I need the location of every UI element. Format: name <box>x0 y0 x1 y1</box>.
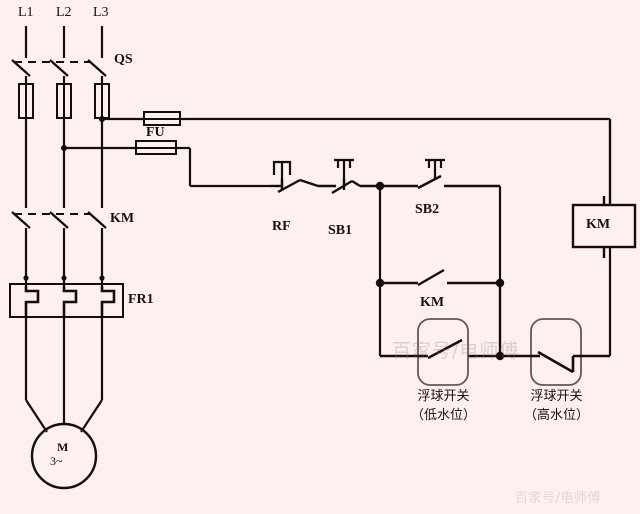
control-lower-feed <box>176 146 270 188</box>
sb2-no-contact <box>380 174 500 190</box>
main-fuse-inner-strips <box>25 84 103 118</box>
km-main-label: KM <box>110 211 135 226</box>
float-high-nc-contact <box>530 350 610 374</box>
control-tap-wires <box>64 117 144 150</box>
rf-nc-contact <box>270 178 319 194</box>
control-upper-rail <box>180 117 612 205</box>
qs-label: QS <box>114 52 133 67</box>
float-low-no-contact <box>415 338 497 360</box>
fr1-label: FR1 <box>128 292 154 307</box>
phase-stub-lines <box>24 26 104 58</box>
float-high-label-line1: 浮球开关 <box>530 389 583 404</box>
phase-label-l1: L1 <box>18 5 34 20</box>
main-phase-conductors-upper <box>24 118 104 208</box>
fu-fuse-inner-strips <box>136 118 180 149</box>
float-low-label-line1: 浮球开关 <box>417 389 470 404</box>
sb1-label: SB1 <box>328 223 353 238</box>
fr1-heater-elements <box>24 286 116 317</box>
float-high-label-line2: （高水位） <box>523 408 589 423</box>
motor-circle <box>30 422 98 490</box>
float-low-label-line2: （低水位） <box>410 408 476 423</box>
km-aux-label: KM <box>420 295 445 310</box>
sb2-actuator-symbol <box>425 158 445 180</box>
float-high-enclosure <box>530 318 582 386</box>
qs-to-fuse-leads <box>24 76 104 84</box>
rf-label: RF <box>272 219 291 234</box>
float-mid-connector <box>497 283 530 358</box>
control-tap-junction-dots <box>61 116 105 151</box>
motor-feed-conductors <box>24 317 104 433</box>
float-low-enclosure <box>417 318 469 386</box>
fu-label: FU <box>146 125 165 140</box>
km-main-lower-dots <box>23 275 105 281</box>
fr1-enclosure <box>9 283 124 318</box>
motor-label-m: M <box>57 440 69 454</box>
km-aux-no-contact <box>380 268 500 287</box>
km-coil-label: KM <box>586 217 611 232</box>
phase-label-l3: L3 <box>93 5 109 20</box>
phase-label-l2: L2 <box>56 5 72 20</box>
sb2-label: SB2 <box>415 202 440 217</box>
sb1-nc-contact <box>318 179 380 195</box>
motor-label-phase: 3~ <box>50 454 63 468</box>
